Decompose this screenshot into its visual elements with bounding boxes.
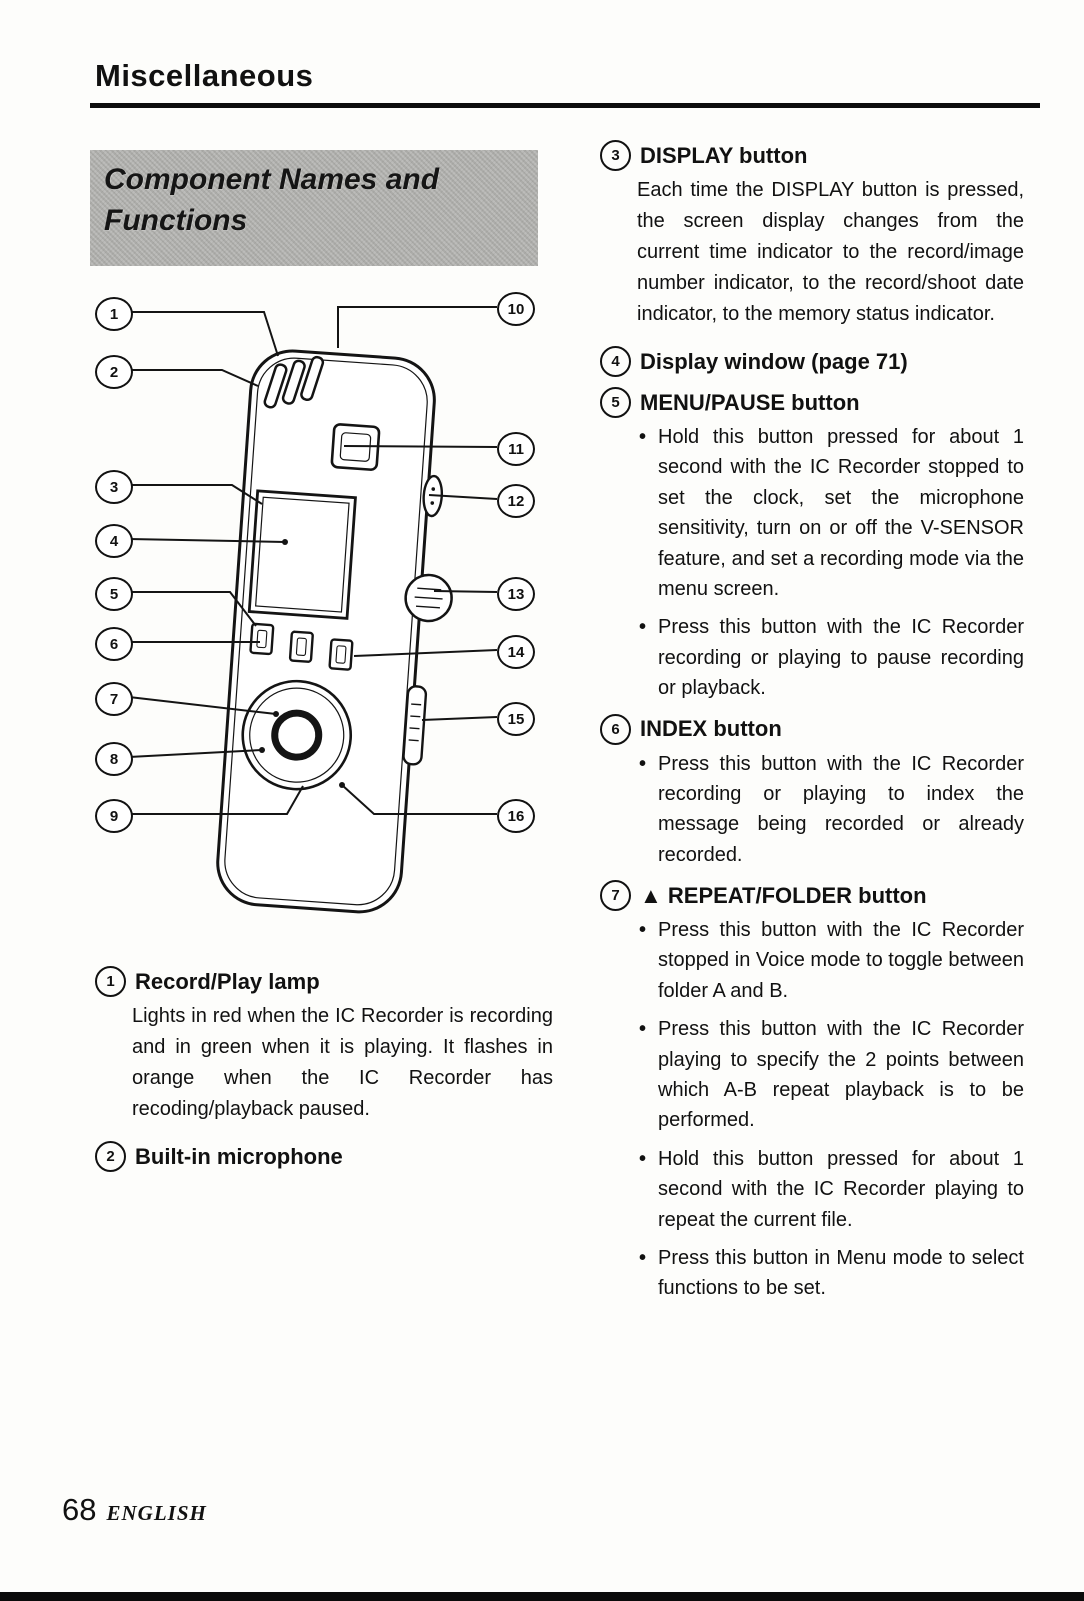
side-slide-switch [402, 685, 428, 766]
entry-title: Display window (page 71) [640, 348, 908, 374]
callout-11: 11 [497, 432, 535, 466]
circled-number: 3 [600, 140, 631, 171]
side-jog-dial [404, 573, 453, 623]
language-label: ENGLISH [106, 1501, 207, 1525]
bullet-item: Press this button with the IC Recorder s… [637, 915, 1024, 1006]
right-text-column: 3 DISPLAY button Each time the DISPLAY b… [600, 140, 1024, 1314]
entry-body: Lights in red when the IC Recorder is re… [132, 1005, 553, 1120]
entry-heading: 5 MENU/PAUSE button [600, 387, 1024, 418]
heading-line-2: Functions [104, 203, 248, 237]
bullet-item: Hold this button pressed for about 1 sec… [637, 422, 1024, 604]
bullet-item: Press this button with the IC Recorder r… [637, 749, 1024, 871]
entry-heading: 6 INDEX button [600, 713, 1024, 745]
entry-display-button: 3 DISPLAY button Each time the DISPLAY b… [600, 140, 1024, 330]
left-text-column: 1 Record/Play lamp Lights in red when th… [95, 966, 553, 1182]
callout-15: 15 [497, 702, 535, 736]
callout-6: 6 [95, 627, 133, 661]
entry-menu-pause-button: 5 MENU/PAUSE button Hold this button pre… [600, 387, 1024, 704]
device-diagram: 1 2 3 4 5 6 7 8 9 10 11 12 13 14 15 16 [82, 282, 552, 954]
entry-heading: 1 Record/Play lamp [95, 966, 553, 997]
callout-13: 13 [497, 577, 535, 611]
circled-number: 4 [600, 346, 631, 377]
entry-built-in-microphone: 2 Built-in microphone [95, 1141, 553, 1172]
bullet-item: Press this button in Menu mode to select… [637, 1243, 1024, 1304]
circled-number: 1 [95, 966, 126, 997]
circled-number: 7 [600, 880, 631, 912]
entry-display-window: 4 Display window (page 71) [600, 346, 1024, 377]
callout-2: 2 [95, 355, 133, 389]
callout-16: 16 [497, 799, 535, 833]
bullet-item: Hold this button pressed for about 1 sec… [637, 1144, 1024, 1235]
callout-leader-lines [128, 306, 498, 815]
entry-title: INDEX button [640, 716, 782, 742]
page-footer: 68 ENGLISH [62, 1492, 207, 1528]
page-number: 68 [62, 1492, 97, 1527]
callout-14: 14 [497, 635, 535, 669]
entry-title: Built-in microphone [135, 1143, 343, 1169]
header-rule [90, 103, 1040, 108]
heading-line-1: Component Names and [104, 163, 440, 196]
component-names-heading-box: Component Names and Functions [90, 150, 538, 266]
entry-title: MENU/PAUSE button [640, 389, 860, 415]
round-control-button [241, 679, 353, 791]
callout-1: 1 [95, 297, 133, 331]
ic-recorder-drawing [216, 349, 453, 914]
callout-7: 7 [95, 682, 133, 716]
callout-8: 8 [95, 742, 133, 776]
entry-heading: 3 DISPLAY button [600, 140, 1024, 171]
callout-10: 10 [497, 292, 535, 326]
device-body-inner-line [224, 357, 428, 906]
circled-number: 5 [600, 387, 631, 418]
entry-title: Record/Play lamp [135, 968, 320, 994]
entry-record-play-lamp: 1 Record/Play lamp Lights in red when th… [95, 966, 553, 1125]
entry-heading: 7 ▲ REPEAT/FOLDER button [600, 880, 1024, 912]
entry-heading: 4 Display window (page 71) [600, 346, 1024, 377]
callout-9: 9 [95, 799, 133, 833]
entry-title: ▲ REPEAT/FOLDER button [640, 882, 927, 908]
callout-12: 12 [497, 484, 535, 518]
callout-5: 5 [95, 577, 133, 611]
small-buttons-row [249, 622, 354, 671]
display-window [247, 489, 357, 620]
entry-index-button: 6 INDEX button Press this button with th… [600, 713, 1024, 871]
circled-number: 2 [95, 1141, 126, 1172]
bullet-item: Press this button with the IC Recorder p… [637, 1014, 1024, 1136]
circled-number: 6 [600, 713, 631, 745]
entry-body: Each time the DISPLAY button is pressed,… [637, 179, 1024, 325]
scan-edge [0, 1592, 1084, 1601]
diagram-art [128, 306, 498, 914]
section-title: Miscellaneous [95, 58, 314, 93]
microphone-grille [263, 355, 325, 409]
callout-3: 3 [95, 470, 133, 504]
callout-4: 4 [95, 524, 133, 558]
entry-title: DISPLAY button [640, 142, 808, 168]
entry-heading: 2 Built-in microphone [95, 1141, 553, 1172]
bullet-item: Press this button with the IC Recorder r… [637, 612, 1024, 703]
device-body [216, 349, 436, 914]
entry-repeat-folder-button: 7 ▲ REPEAT/FOLDER button Press this butt… [600, 880, 1024, 1304]
